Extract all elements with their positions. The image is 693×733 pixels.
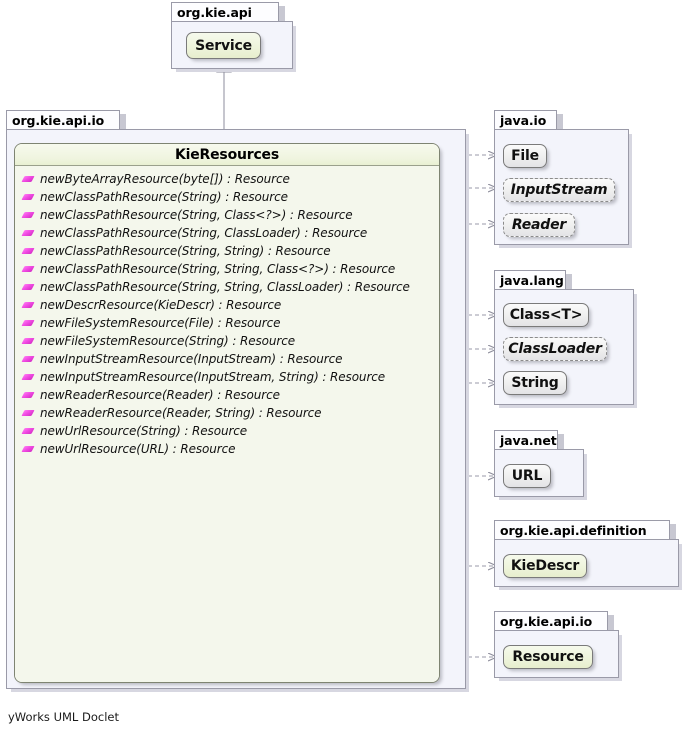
member-signature: newByteArrayResource(byte[]) : Resource [40, 172, 290, 186]
node-label: KieDescr [504, 555, 586, 577]
node-label: URL [504, 465, 550, 487]
member-signature: newFileSystemResource(String) : Resource [40, 334, 295, 348]
node-string[interactable]: String [503, 371, 567, 395]
method-icon [23, 246, 34, 257]
member-row[interactable]: newInputStreamResource(InputStream) : Re… [15, 350, 439, 368]
package-org-kie-api-definition[interactable]: org.kie.api.definition KieDescr [494, 520, 684, 592]
method-icon [23, 354, 34, 365]
method-icon [23, 390, 34, 401]
method-icon [23, 192, 34, 203]
method-icon [23, 426, 34, 437]
member-row[interactable]: newReaderResource(Reader) : Resource [15, 386, 439, 404]
footer-credit: yWorks UML Doclet [8, 710, 119, 724]
package-org-kie-api-io-right[interactable]: org.kie.api.io Resource [494, 611, 624, 683]
package-tab-label: java.lang [494, 270, 566, 290]
class-kieresources[interactable]: KieResources newByteArrayResource(byte[]… [14, 143, 440, 683]
member-signature: newUrlResource(URL) : Resource [40, 442, 235, 456]
method-icon [23, 228, 34, 239]
package-tab-label: org.kie.api.definition [494, 520, 670, 540]
package-tab-label: java.net [494, 430, 558, 450]
member-row[interactable]: newClassPathResource(String, String, Cla… [15, 260, 439, 278]
member-signature: newClassPathResource(String, ClassLoader… [40, 226, 367, 240]
node-label: String [504, 372, 566, 394]
member-row[interactable]: newClassPathResource(String, Class<?>) :… [15, 206, 439, 224]
package-tab-label: java.io [494, 110, 557, 130]
method-icon [23, 408, 34, 419]
method-icon [23, 282, 34, 293]
member-signature: newClassPathResource(String, String, Cla… [40, 280, 410, 294]
node-label: File [504, 145, 546, 167]
member-signature: newInputStreamResource(InputStream, Stri… [40, 370, 385, 384]
node-label: Service [187, 33, 260, 58]
member-row[interactable]: newUrlResource(URL) : Resource [15, 440, 439, 458]
method-icon [23, 318, 34, 329]
node-service[interactable]: Service [186, 32, 261, 59]
method-icon [23, 372, 34, 383]
node-label: Reader [504, 214, 574, 236]
member-signature: newClassPathResource(String, String, Cla… [40, 262, 395, 276]
method-icon [23, 210, 34, 221]
package-tab-label: org.kie.api [171, 2, 279, 22]
member-signature: newDescrResource(KieDescr) : Resource [40, 298, 281, 312]
node-classloader[interactable]: ClassLoader [503, 337, 607, 361]
package-java-net[interactable]: java.net URL [494, 430, 589, 502]
method-icon [23, 300, 34, 311]
member-signature: newFileSystemResource(File) : Resource [40, 316, 280, 330]
node-inputstream[interactable]: InputStream [503, 178, 615, 202]
node-url[interactable]: URL [503, 464, 551, 488]
class-members-list: newByteArrayResource(byte[]) : Resource … [15, 166, 439, 682]
member-signature: newInputStreamResource(InputStream) : Re… [40, 352, 342, 366]
node-kiedescr[interactable]: KieDescr [503, 554, 587, 578]
member-signature: newReaderResource(Reader) : Resource [40, 388, 280, 402]
method-icon [23, 444, 34, 455]
member-signature: newClassPathResource(String, Class<?>) :… [40, 208, 353, 222]
member-row[interactable]: newInputStreamResource(InputStream, Stri… [15, 368, 439, 386]
member-signature: newClassPathResource(String, String) : R… [40, 244, 331, 258]
member-row[interactable]: newFileSystemResource(String) : Resource [15, 332, 439, 350]
class-title: KieResources [15, 144, 439, 166]
member-row[interactable]: newDescrResource(KieDescr) : Resource [15, 296, 439, 314]
node-label: Class<T> [504, 304, 588, 326]
member-signature: newClassPathResource(String) : Resource [40, 190, 288, 204]
member-row[interactable]: newClassPathResource(String, String, Cla… [15, 278, 439, 296]
package-org-kie-api[interactable]: org.kie.api Service [171, 2, 296, 72]
node-label: Resource [504, 646, 592, 668]
member-signature: newUrlResource(String) : Resource [40, 424, 247, 438]
package-tab-label: org.kie.api.io [6, 110, 120, 130]
member-row[interactable]: newClassPathResource(String, ClassLoader… [15, 224, 439, 242]
package-java-io[interactable]: java.io File InputStream Reader [494, 110, 634, 250]
member-row[interactable]: newByteArrayResource(byte[]) : Resource [15, 170, 439, 188]
method-icon [23, 336, 34, 347]
node-reader[interactable]: Reader [503, 213, 575, 237]
member-signature: newReaderResource(Reader, String) : Reso… [40, 406, 321, 420]
method-icon [23, 174, 34, 185]
node-label: ClassLoader [504, 338, 606, 360]
package-java-lang[interactable]: java.lang Class<T> ClassLoader String [494, 270, 639, 410]
node-resource[interactable]: Resource [503, 645, 593, 669]
member-row[interactable]: newUrlResource(String) : Resource [15, 422, 439, 440]
member-row[interactable]: newClassPathResource(String, String) : R… [15, 242, 439, 260]
member-row[interactable]: newReaderResource(Reader, String) : Reso… [15, 404, 439, 422]
node-file[interactable]: File [503, 144, 547, 168]
member-row[interactable]: newFileSystemResource(File) : Resource [15, 314, 439, 332]
node-label: InputStream [504, 179, 614, 201]
node-class[interactable]: Class<T> [503, 303, 589, 327]
package-tab-label: org.kie.api.io [494, 611, 608, 631]
method-icon [23, 264, 34, 275]
member-row[interactable]: newClassPathResource(String) : Resource [15, 188, 439, 206]
